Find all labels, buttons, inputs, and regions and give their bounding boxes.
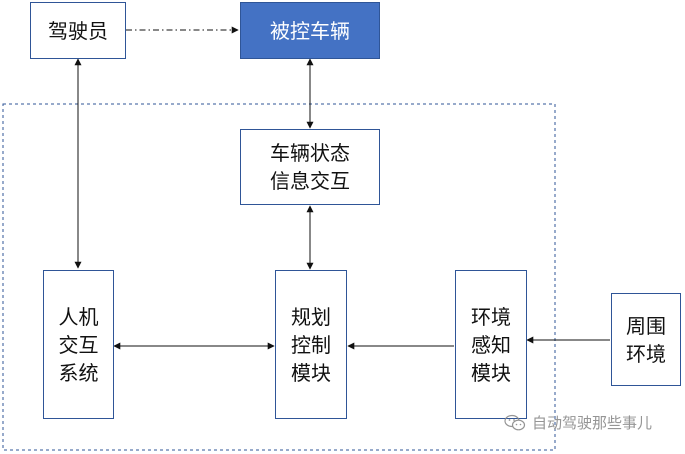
wechat-icon: [504, 414, 526, 430]
hmi-label: 人机 交互 系统: [58, 304, 99, 385]
controlled-vehicle-node: 被控车辆: [240, 2, 380, 59]
perception-label: 环境 感知 模块: [471, 304, 511, 385]
perception-node: 环境 感知 模块: [455, 270, 527, 419]
vehicle-state-label: 车辆状态 信息交互: [270, 141, 350, 193]
surroundings-node: 周围 环境: [611, 293, 681, 386]
planning-label: 规划 控制 模块: [291, 304, 331, 385]
vehicle-state-node: 车辆状态 信息交互: [240, 129, 380, 205]
planning-node: 规划 控制 模块: [275, 270, 347, 419]
watermark: 自动驾驶那些事儿: [504, 412, 652, 433]
driver-label: 驾驶员: [48, 18, 108, 43]
driver-node: 驾驶员: [30, 2, 126, 59]
watermark-text: 自动驾驶那些事儿: [532, 414, 653, 432]
controlled-vehicle-label: 被控车辆: [270, 18, 350, 43]
system-boundary: [2, 103, 556, 451]
surroundings-label: 周围 环境: [626, 313, 666, 366]
hmi-node: 人机 交互 系统: [43, 270, 114, 419]
